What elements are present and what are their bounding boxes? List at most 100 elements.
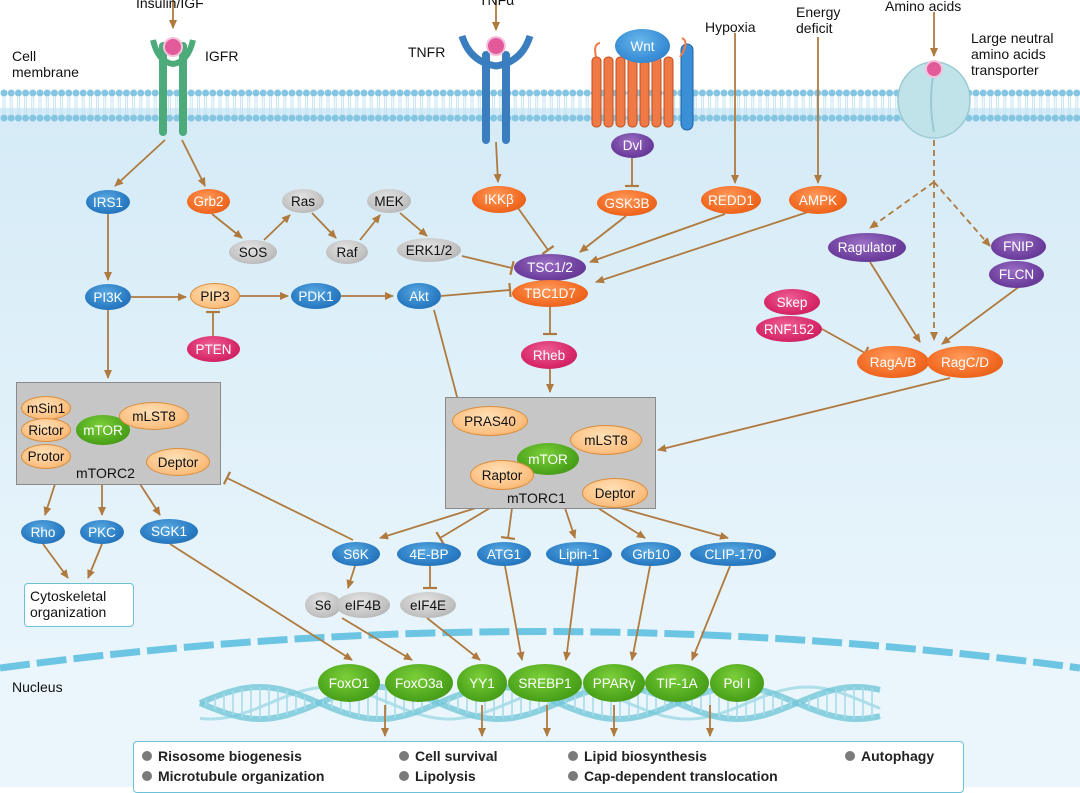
lipid-head (1, 115, 8, 122)
lipid-head (857, 115, 864, 122)
lipid-head (346, 90, 353, 97)
lipid-head (1073, 115, 1080, 122)
lipid-head (137, 90, 144, 97)
lipid-head (980, 90, 987, 97)
lipid-head (253, 115, 260, 122)
lipid-head (1066, 90, 1073, 97)
rheb-node: Rheb (521, 341, 577, 369)
lipid-head (152, 90, 159, 97)
bullet-icon (142, 771, 152, 781)
mtorc2-rictor-node: Rictor (21, 418, 71, 442)
lipid-head (130, 115, 137, 122)
lipid-head (382, 115, 389, 122)
lipid-head (274, 90, 281, 97)
lipid-head (490, 90, 497, 97)
lipid-head (65, 90, 72, 97)
lipid-head (101, 90, 108, 97)
flcn-node: FLCN (989, 261, 1044, 288)
sgk1-node: SGK1 (140, 519, 198, 544)
lipid-head (793, 115, 800, 122)
mtorc2-label: mTORC2 (76, 465, 135, 481)
lipid-head (433, 90, 440, 97)
lipid-head (454, 90, 461, 97)
akt-node: Akt (397, 283, 441, 309)
raf-node: Raf (326, 240, 368, 264)
lipid-head (29, 90, 36, 97)
lipid-head (87, 90, 94, 97)
lipid-head (303, 90, 310, 97)
lipid-head (22, 115, 29, 122)
lipid-head (65, 115, 72, 122)
lipid-head (332, 90, 339, 97)
lipid-head (303, 115, 310, 122)
lipid-head (1001, 115, 1008, 122)
lipid-head (123, 115, 130, 122)
lipid-head (800, 90, 807, 97)
lipid-head (879, 90, 886, 97)
mtorc1-label: mTORC1 (507, 490, 566, 506)
lipid-head (721, 115, 728, 122)
lipid-head (29, 115, 36, 122)
gsk3b-node: GSK3B (597, 190, 657, 216)
lipid-head (1073, 90, 1080, 97)
lipid-head (1037, 115, 1044, 122)
lipid-head (418, 115, 425, 122)
lipid-head (1023, 115, 1030, 122)
lipid-head (728, 90, 735, 97)
lipid-head (1009, 90, 1016, 97)
lipid-head (1037, 90, 1044, 97)
foxo3a-node: FoxO3a (385, 664, 453, 702)
lipid-head (411, 90, 418, 97)
4e-bp-node: 4E-BP (397, 542, 461, 566)
outcome-ribosome-biogenesis: Risosome biogenesis (142, 748, 302, 764)
lipid-head (325, 90, 332, 97)
lipid-head (469, 115, 476, 122)
lipid-head (361, 115, 368, 122)
atg1-node: ATG1 (477, 542, 531, 566)
lipid-head (469, 90, 476, 97)
lipid-head (346, 115, 353, 122)
lipid-head (757, 90, 764, 97)
lipid-head (73, 90, 80, 97)
lipid-head (116, 90, 123, 97)
lipid-head (548, 115, 555, 122)
lipid-head (51, 115, 58, 122)
tsc12-node: TSC1/2 (514, 254, 586, 281)
lipid-head (418, 90, 425, 97)
lipid-head (1030, 115, 1037, 122)
mtorc1-deptor-node: Deptor (582, 478, 648, 508)
lipid-head (267, 115, 274, 122)
lipid-head (87, 115, 94, 122)
mtorc2-mlst8-node: mLST8 (119, 402, 189, 430)
lipid-head (850, 115, 857, 122)
lipin1-node: Lipin-1 (546, 542, 612, 566)
lipid-head (202, 115, 209, 122)
tnfa-ligand (487, 37, 505, 55)
lipid-head (735, 90, 742, 97)
lipid-head (397, 90, 404, 97)
pol1-node: Pol I (710, 664, 764, 702)
lipid-head (353, 115, 360, 122)
lipid-head (533, 90, 540, 97)
pi3k-node: PI3K (85, 284, 131, 310)
lipid-head (145, 115, 152, 122)
lipid-head (109, 115, 116, 122)
lipid-head (101, 115, 108, 122)
lipid-head (476, 115, 483, 122)
lipid-head (519, 90, 526, 97)
lipid-head (166, 90, 173, 97)
lipid-head (1023, 90, 1030, 97)
lipid-head (706, 115, 713, 122)
lipid-head (411, 115, 418, 122)
lipid-head (562, 115, 569, 122)
lipid-head (80, 115, 87, 122)
lipid-head (886, 115, 893, 122)
lipid-head (1045, 115, 1052, 122)
lipid-head (584, 115, 591, 122)
bullet-icon (399, 751, 409, 761)
lipid-head (821, 90, 828, 97)
lipid-head (51, 90, 58, 97)
lipid-head (375, 90, 382, 97)
lipid-head (404, 90, 411, 97)
